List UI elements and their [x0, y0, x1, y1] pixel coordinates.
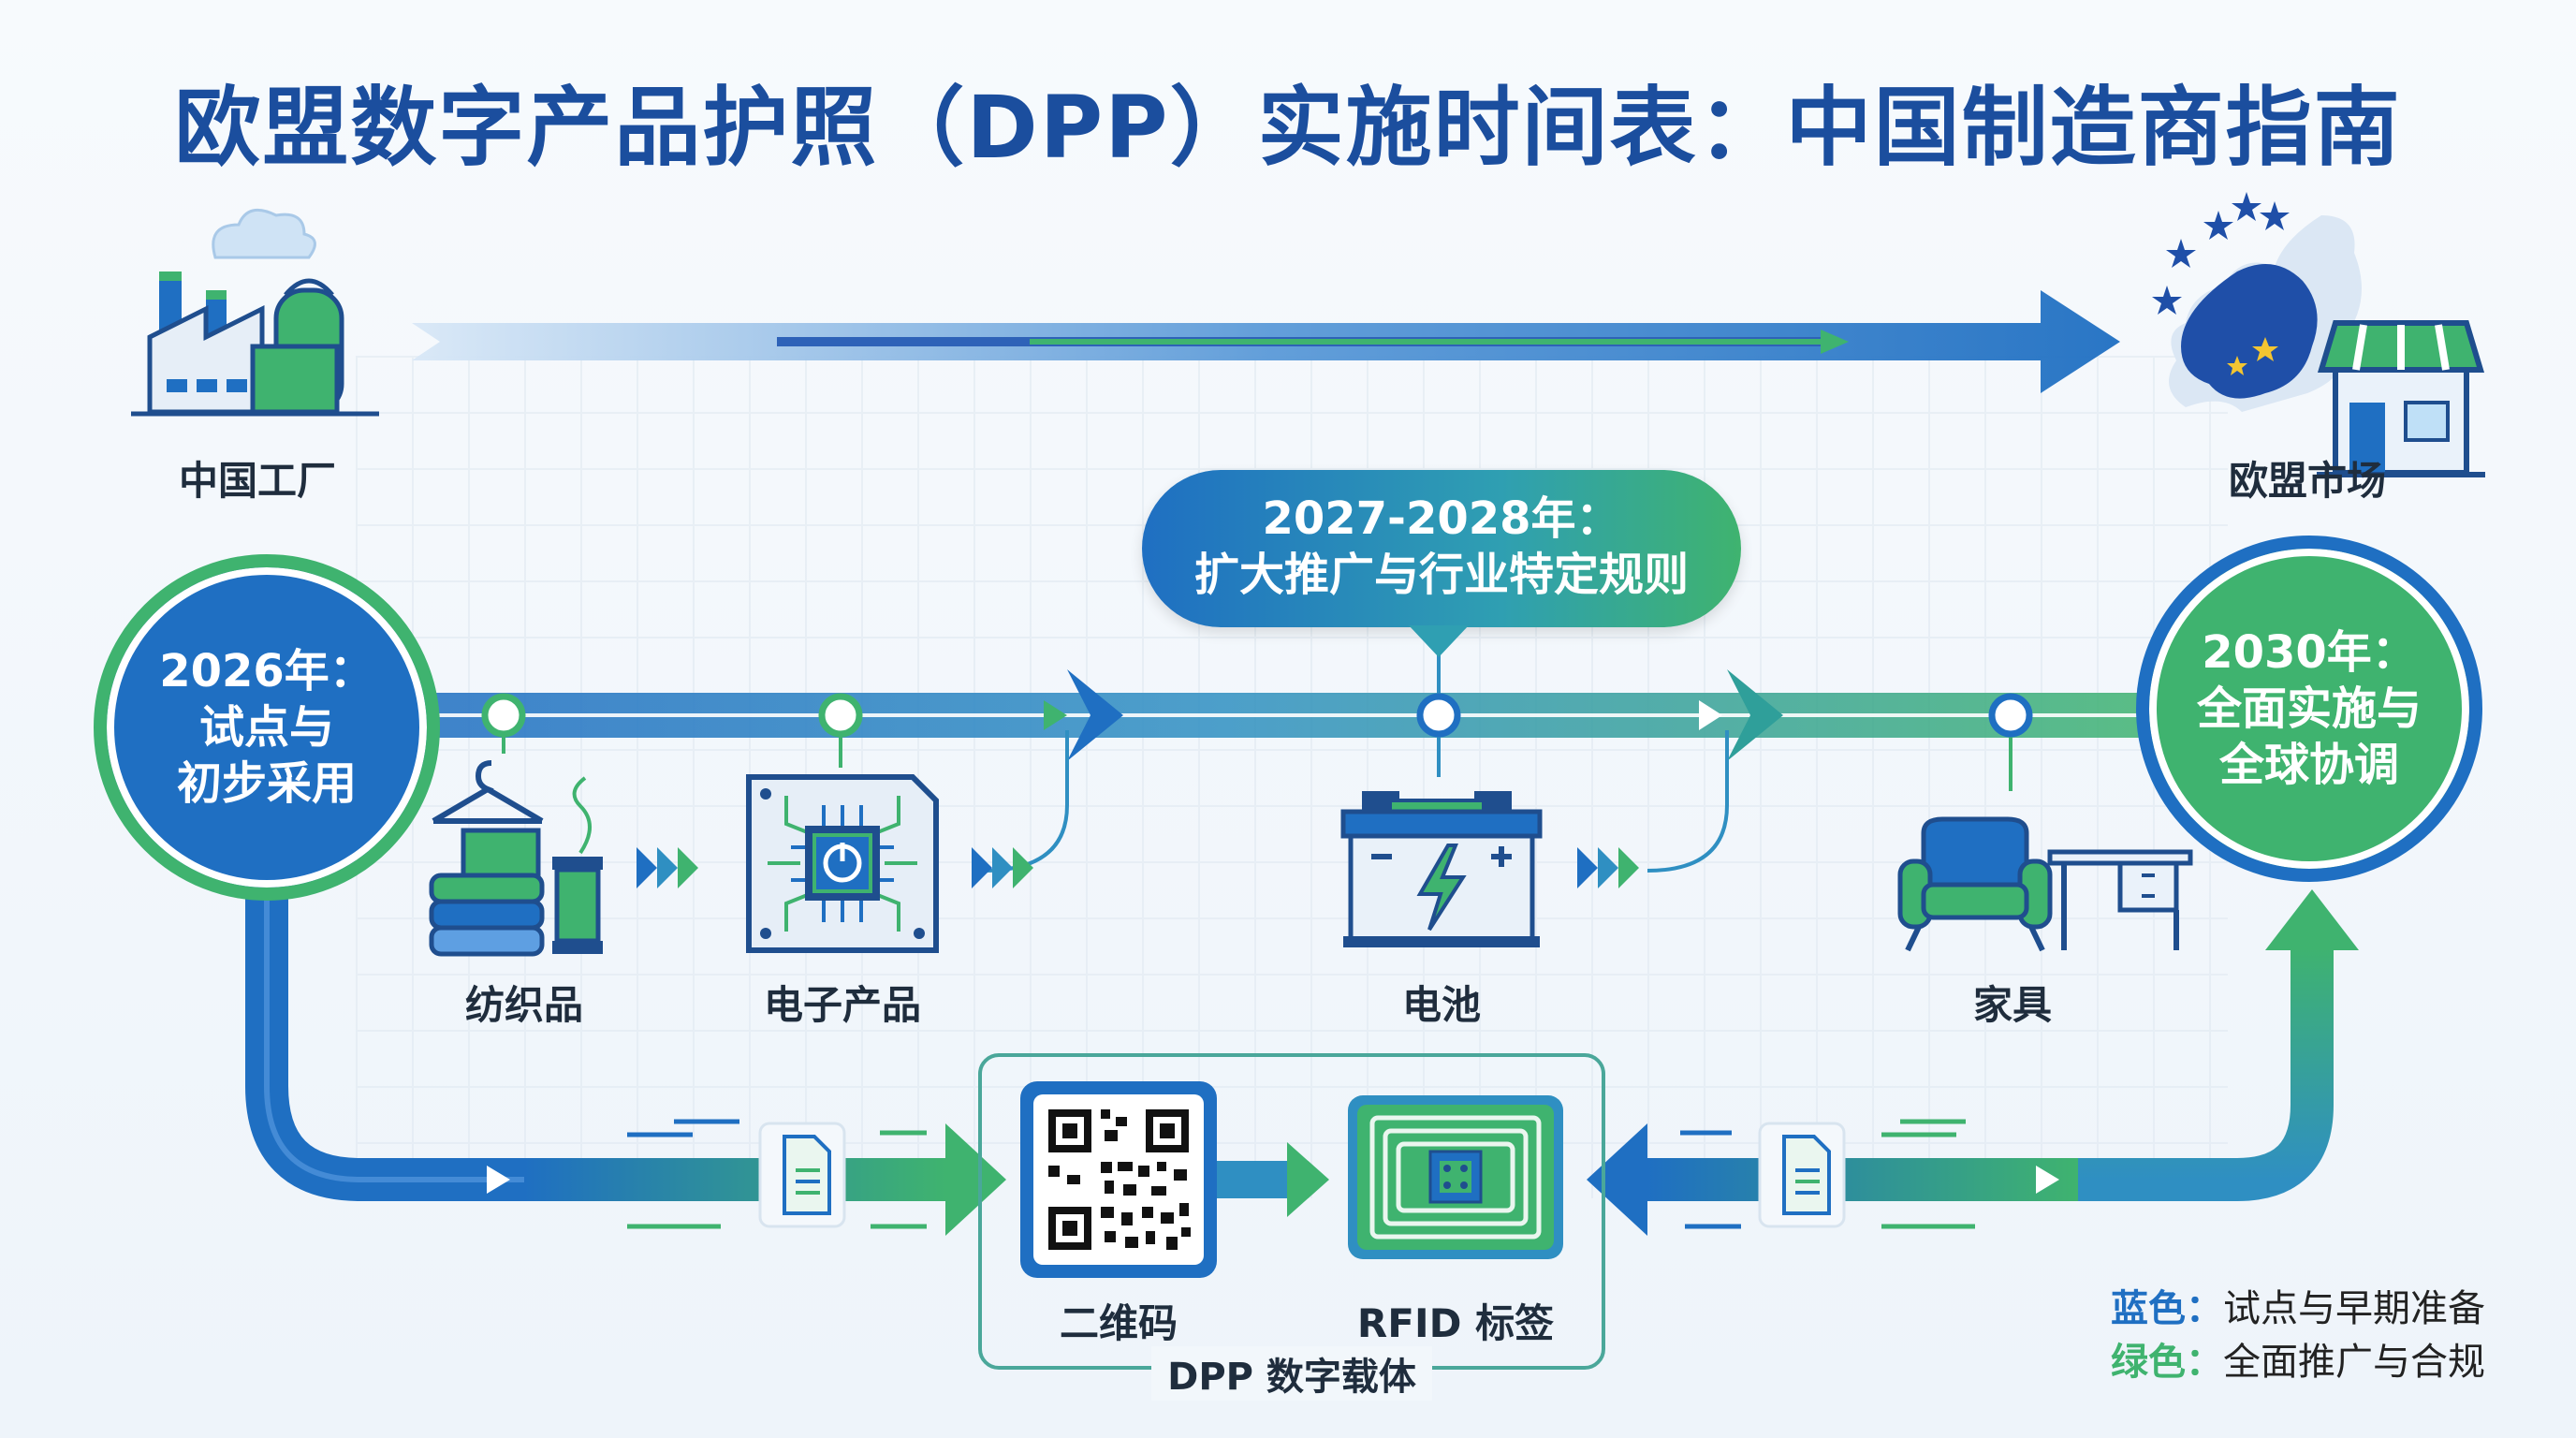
phase-start-line2: 试点与 [198, 701, 334, 754]
textiles-icon [429, 760, 603, 957]
phase-middle-line1: 2027-2028年： [1262, 492, 1621, 545]
phase-middle-callout: 2027-2028年： 扩大推广与行业特定规则 [1142, 470, 1741, 627]
shop-icon [2317, 320, 2485, 477]
page-title: 欧盟数字产品护照（DPP）实施时间表：中国制造商指南 [174, 78, 2402, 178]
phase-end-line3: 全球协调 [2218, 739, 2399, 791]
qr-code-label: 二维码 [1059, 1300, 1178, 1346]
bottom-right-flow [1587, 889, 2359, 1236]
factory-icon [131, 208, 379, 417]
document-icon [758, 1122, 846, 1228]
product-label-furniture: 家具 [1972, 982, 2052, 1028]
legend-blue-text: 试点与早期准备 [2223, 1287, 2485, 1330]
dpp-carrier-group-label: DPP 数字载体 [1151, 1346, 1432, 1401]
qr-code-icon [1020, 1081, 1217, 1278]
chevrons-small [637, 847, 1639, 888]
phase-start-line3: 初步采用 [176, 757, 357, 810]
eu-market-label: 欧盟市场 [2228, 458, 2386, 504]
rfid-tag-label: RFID 标签 [1356, 1300, 1555, 1346]
phase-end-line2: 全面实施与 [2196, 682, 2422, 735]
callout-pointer [1409, 625, 1469, 657]
document-icon [1758, 1122, 1846, 1228]
phase-end-line1: 2030年： [2202, 626, 2417, 679]
timeline-nodes [481, 646, 2033, 791]
legend-green: 绿色：全面推广与合规 [2111, 1331, 2485, 1386]
phase-end-circle: 2030年： 全面实施与 全球协调 [2136, 536, 2482, 882]
battery-icon [1340, 791, 1543, 947]
phase-start-line1: 2026年： [159, 645, 374, 697]
main-timeline [435, 669, 2167, 761]
phase-middle-line2: 扩大推广与行业特定规则 [1193, 549, 1689, 601]
legend-blue-key: 蓝色： [2111, 1287, 2223, 1330]
product-label-electronics: 电子产品 [763, 982, 921, 1028]
factory-label: 中国工厂 [178, 458, 336, 504]
legend-green-text: 全面推广与合规 [2223, 1341, 2485, 1384]
top-flow-arrow [412, 290, 2120, 393]
rfid-tag-icon [1348, 1095, 1563, 1259]
electronics-chip-icon [746, 774, 939, 953]
product-label-textiles: 纺织品 [464, 982, 583, 1028]
product-label-battery: 电池 [1401, 982, 1481, 1028]
bottom-left-flow [245, 871, 1006, 1236]
furniture-icon [1897, 816, 2193, 952]
phase-start-circle: 2026年： 试点与 初步采用 [94, 554, 440, 901]
eu-map-icon [2152, 192, 2362, 412]
legend-blue: 蓝色：试点与早期准备 [2111, 1278, 2485, 1332]
legend-green-key: 绿色： [2111, 1341, 2223, 1384]
